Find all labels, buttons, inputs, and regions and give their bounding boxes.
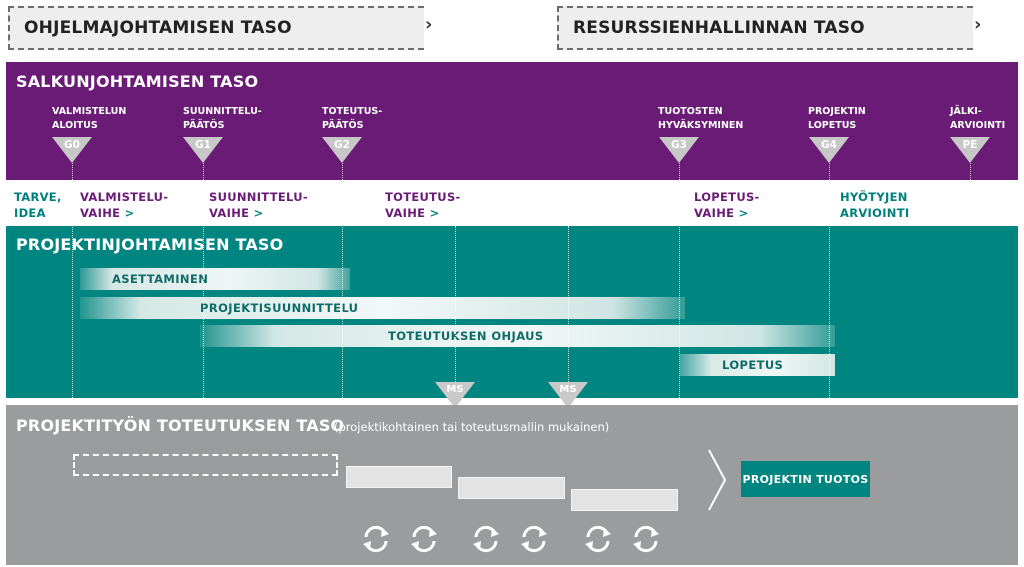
project-output-label: PROJEKTIN TUOTOS	[742, 472, 869, 486]
phase-line2: IDEA	[14, 206, 46, 220]
gate-code: G2	[334, 139, 350, 151]
planning-placeholder-box	[73, 454, 338, 476]
gate-code: G4	[821, 139, 837, 151]
cycle-icon	[521, 525, 547, 553]
gate-line-g2	[342, 163, 343, 398]
chevron-right-icon: >	[738, 206, 749, 220]
cycle-icon	[473, 525, 499, 553]
milestone-line-2	[568, 226, 569, 386]
project-work-title: PROJEKTITYÖN TOTEUTUKSEN TASO	[16, 416, 345, 435]
project-management-title: PROJEKTINJOHTAMISEN TASO	[16, 235, 284, 254]
bar-closing: LOPETUS	[680, 354, 835, 376]
bar-setting-up: ASETTAMINEN	[80, 268, 350, 290]
work-step-box-2	[458, 477, 565, 499]
chevron-right-icon: ›	[974, 14, 982, 35]
gate-code: PE	[962, 139, 978, 151]
gate-marker-icon	[809, 137, 849, 163]
gate-label: SUUNNITTELU- PÄÄTÖS	[183, 106, 262, 131]
project-output-box: PROJEKTIN TUOTOS	[741, 461, 870, 497]
gate-marker-icon	[950, 137, 990, 163]
chevron-right-icon: >	[253, 206, 264, 220]
gate-code: G3	[671, 139, 687, 151]
phase-line2: VAIHE	[80, 206, 121, 220]
milestone-code: MS	[446, 384, 464, 395]
phase-line2: VAIHE	[385, 206, 426, 220]
milestone-line-1	[455, 226, 456, 386]
gate-line-g4	[829, 163, 830, 398]
resource-management-label: RESURSSIENHALLINNAN TASO	[573, 18, 865, 38]
bar-label: TOTEUTUKSEN OHJAUS	[388, 329, 544, 343]
phase-closing: LOPETUS- VAIHE >	[694, 189, 760, 221]
bar-label: LOPETUS	[722, 358, 784, 372]
portfolio-management-title: SALKUNJOHTAMISEN TASO	[16, 72, 259, 91]
cycle-icon	[411, 525, 437, 553]
milestone-code: MS	[559, 384, 577, 395]
chevron-right-icon	[708, 449, 727, 511]
gate-code: G0	[64, 139, 80, 151]
bar-implementation-control: TOTEUTUKSEN OHJAUS	[200, 325, 835, 347]
bar-label: PROJEKTISUUNNITTELU	[200, 301, 359, 315]
gate-line-g0	[72, 163, 73, 398]
phase-implementation: TOTEUTUS- VAIHE >	[385, 189, 461, 221]
phase-line1: LOPETUS-	[694, 190, 760, 204]
chevron-right-icon: >	[429, 206, 440, 220]
gate-label: TOTEUTUS- PÄÄTÖS	[322, 106, 383, 131]
portfolio-management-band	[6, 62, 1018, 180]
milestone-marker-icon	[548, 382, 588, 408]
program-management-label: OHJELMAJOHTAMISEN TASO	[24, 18, 292, 38]
chevron-right-icon: ›	[425, 14, 433, 35]
phase-line1: VALMISTELU-	[80, 190, 169, 204]
phase-planning: SUUNNITTELU- VAIHE >	[209, 189, 308, 221]
phase-line1: TOTEUTUS-	[385, 190, 461, 204]
resource-management-level: RESURSSIENHALLINNAN TASO	[557, 6, 973, 50]
project-work-subtitle: (projektikohtainen tai toteutusmallin mu…	[334, 420, 610, 434]
work-step-box-1	[346, 466, 452, 488]
gate-label: JÄLKI- ARVIOINTI	[950, 106, 1006, 131]
phase-preparation: VALMISTELU- VAIHE >	[80, 189, 168, 221]
gate-marker-icon	[52, 137, 92, 163]
bar-project-planning: PROJEKTISUUNNITTELU	[80, 297, 685, 319]
gate-marker-icon	[183, 137, 223, 163]
gate-line-pe	[970, 163, 971, 226]
milestone-marker-icon	[435, 382, 475, 408]
gate-label: VALMISTELUN ALOITUS	[52, 106, 127, 131]
phase-line2: VAIHE	[694, 206, 735, 220]
cycle-icon	[363, 525, 389, 553]
gate-code: G1	[195, 139, 211, 151]
phase-benefit-evaluation: HYÖTYJEN ARVIOINTI	[840, 189, 909, 221]
chevron-right-icon: >	[124, 206, 135, 220]
phase-line1: TARVE,	[14, 190, 62, 204]
phase-need-idea: TARVE, IDEA	[14, 189, 62, 221]
phase-row	[6, 180, 1018, 226]
gate-line-g3	[679, 163, 680, 398]
program-management-level: OHJELMAJOHTAMISEN TASO	[8, 6, 424, 50]
cycle-icon	[585, 525, 611, 553]
cycle-icon	[633, 525, 659, 553]
gate-line-g1	[203, 163, 204, 398]
phase-line2: VAIHE	[209, 206, 250, 220]
phase-line1: HYÖTYJEN	[840, 190, 908, 204]
phase-line1: SUUNNITTELU-	[209, 190, 308, 204]
gate-marker-icon	[322, 137, 362, 163]
gate-marker-icon	[659, 137, 699, 163]
phase-line2: ARVIOINTI	[840, 206, 910, 220]
bar-label: ASETTAMINEN	[112, 272, 209, 286]
work-step-box-3	[571, 489, 678, 511]
gate-label: PROJEKTIN LOPETUS	[808, 106, 866, 131]
gate-label: TUOTOSTEN HYVÄKSYMINEN	[658, 106, 744, 131]
